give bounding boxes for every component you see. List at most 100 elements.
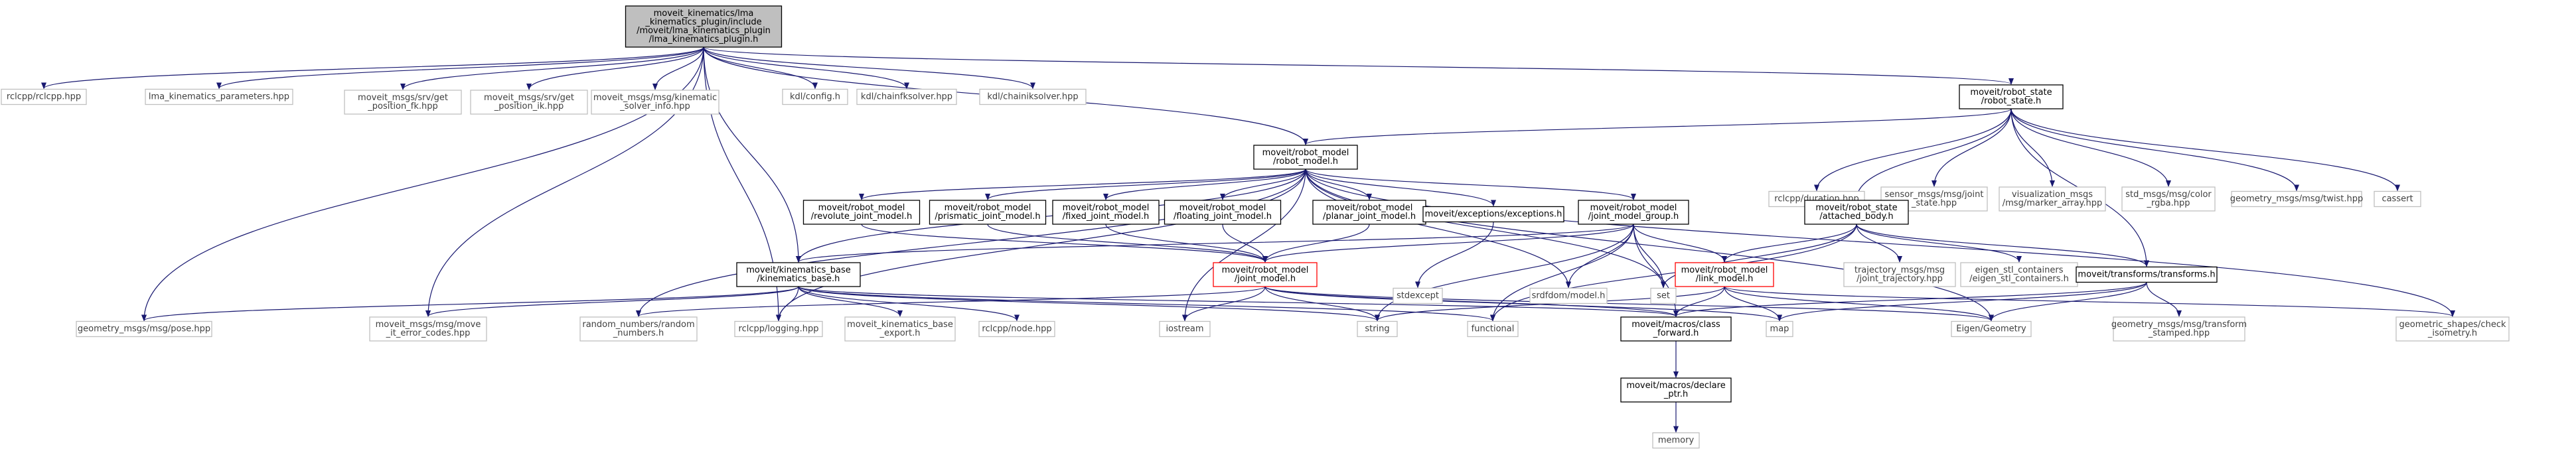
- node-viz_marker_array-box: [1999, 186, 2106, 212]
- node-rclcpp_node[interactable]: rclcpp/node.hpp: [978, 320, 1055, 338]
- node-kdl_chainfk[interactable]: kdl/chainfksolver.hpp: [856, 88, 957, 105]
- node-sensor_joint_state[interactable]: sensor_msgs/msg/joint_state.hpp: [1880, 186, 1988, 212]
- node-layer: moveit_kinematics/lma_kinematics_plugin/…: [1, 5, 2510, 449]
- edge-robot_model-to-fixed: [1103, 168, 1306, 200]
- node-viz_marker_array[interactable]: visualization_msgs/msg/marker_array.hpp: [1999, 186, 2106, 212]
- node-lma_params[interactable]: lma_kinematics_parameters.hpp: [145, 88, 293, 105]
- node-prismatic-label: /prismatic_joint_model.h: [935, 212, 1040, 222]
- node-random_numbers[interactable]: random_numbers/random_numbers.h: [579, 316, 698, 342]
- node-eigen_geometry-label: Eigen/Geometry: [1956, 324, 2026, 334]
- edge-attached_body-to-functional: [1490, 224, 1857, 322]
- node-memory[interactable]: memory: [1652, 432, 1700, 449]
- node-kin_base[interactable]: moveit/kinematics_base/kinematics_base.h: [736, 262, 861, 287]
- node-declare_ptr-box: [1620, 377, 1732, 403]
- node-transform_stamped-label: _stamped.hpp: [2148, 328, 2210, 338]
- node-robot_state[interactable]: moveit/robot_state/robot_state.h: [1959, 84, 2064, 109]
- node-srdfdom[interactable]: srdfdom/model.h: [1529, 287, 1608, 304]
- node-class_forward-label: _forward.h: [1653, 328, 1699, 338]
- node-eigen_stl-label: /eigen_stl_containers.h: [1969, 274, 2069, 284]
- edge-joint_model-to-iostream: [1182, 286, 1266, 322]
- node-floating-label: /floating_joint_model.h: [1174, 212, 1272, 222]
- node-get_ik[interactable]: moveit_msgs/srv/get_position_ik.hpp: [470, 90, 588, 115]
- edge-root-to-moveit_error: [425, 46, 704, 317]
- node-srdfdom-label: srdfdom/model.h: [1532, 291, 1606, 301]
- node-eigen_geometry[interactable]: Eigen/Geometry: [1951, 320, 2032, 338]
- node-functional-label: functional: [1472, 324, 1515, 334]
- node-functional[interactable]: functional: [1467, 320, 1519, 338]
- node-kin_base-label: /kinematics_base.h: [757, 274, 840, 284]
- node-fixed[interactable]: moveit/robot_model/fixed_joint_model.h: [1052, 200, 1160, 225]
- node-kin_base-label: moveit/kinematics_base: [746, 265, 851, 275]
- node-check_isometry[interactable]: geometric_shapes/check_isometry.h: [2395, 316, 2510, 342]
- node-sensor_joint_state-label: _state.hpp: [1911, 198, 1957, 208]
- node-link_model-box: [1675, 262, 1774, 287]
- node-exceptions[interactable]: moveit/exceptions/exceptions.h: [1422, 206, 1564, 223]
- node-get_fk[interactable]: moveit_msgs/srv/get_position_fk.hpp: [344, 90, 462, 115]
- node-stdexcept[interactable]: stdexcept: [1393, 287, 1443, 304]
- node-revolute[interactable]: moveit/robot_model/revolute_joint_model.…: [802, 200, 921, 225]
- node-revolute-label: /revolute_joint_model.h: [811, 212, 912, 222]
- node-rclcpp_logging[interactable]: rclcpp/logging.hpp: [734, 320, 823, 338]
- node-root-label: /lma_kinematics_plugin.h: [649, 34, 759, 44]
- edge-jmg-to-kin_base: [796, 224, 1634, 263]
- node-rclcpp_node-box: [978, 320, 1055, 338]
- node-iostream-box: [1159, 320, 1211, 338]
- node-eigen_stl[interactable]: eigen_stl_containers/eigen_stl_container…: [1960, 262, 2078, 287]
- node-transform_stamped[interactable]: geometry_msgs/msg/transform_stamped.hpp: [2111, 316, 2247, 342]
- node-traj_msgs[interactable]: trajectory_msgs/msg/joint_trajectory.hpp: [1843, 262, 1956, 287]
- node-twist[interactable]: geometry_msgs/msg/twist.hpp: [2230, 190, 2364, 208]
- node-prismatic[interactable]: moveit/robot_model/prismatic_joint_model…: [929, 200, 1047, 225]
- edge-jmg-to-functional: [1490, 224, 1634, 322]
- edge-joint_model-to-string: [1264, 286, 1380, 322]
- edge-joint_model-to-eigen_geometry: [1264, 286, 1994, 322]
- node-floating[interactable]: moveit/robot_model/floating_joint_model.…: [1164, 200, 1282, 225]
- node-planar[interactable]: moveit/robot_model/planar_joint_model.h: [1312, 200, 1426, 225]
- node-link_model[interactable]: moveit/robot_model/link_model.h: [1675, 262, 1774, 287]
- node-joint_model[interactable]: moveit/robot_model/joint_model.h: [1213, 262, 1318, 287]
- node-declare_ptr[interactable]: moveit/macros/declare_ptr.h: [1620, 377, 1732, 403]
- node-kin_solver_info[interactable]: moveit_msgs/msg/kinematic_solver_info.hp…: [591, 90, 720, 115]
- node-attached_body[interactable]: moveit/robot_state/attached_body.h: [1804, 200, 1909, 225]
- node-check_isometry-label: _isometry.h: [2427, 328, 2477, 338]
- edge-transforms-to-eigen_geometry: [1989, 282, 2147, 322]
- node-root[interactable]: moveit_kinematics/lma_kinematics_plugin/…: [625, 5, 783, 48]
- edge-robot_state-to-twist: [2010, 108, 2299, 192]
- edge-robot_model-to-eigen_geometry: [1305, 168, 1994, 322]
- node-iostream[interactable]: iostream: [1159, 320, 1211, 338]
- node-color_rgba[interactable]: std_msgs/msg/color_rgba.hpp: [2121, 186, 2216, 212]
- edge-fixed-to-joint_model: [1105, 224, 1268, 263]
- node-pose[interactable]: geometry_msgs/msg/pose.hpp: [76, 320, 212, 338]
- node-stdexcept-label: stdexcept: [1397, 291, 1439, 301]
- node-map-label: map: [1770, 324, 1789, 334]
- edge-root-to-kdl_chainik: [703, 46, 1035, 90]
- node-rclcpp[interactable]: rclcpp/rclcpp.hpp: [1, 88, 87, 105]
- node-map[interactable]: map: [1766, 320, 1793, 338]
- node-revolute-box: [802, 200, 921, 225]
- node-string[interactable]: string: [1357, 320, 1398, 338]
- edge-kin_base-to-functional: [798, 286, 1495, 322]
- node-floating-label: moveit/robot_model: [1179, 203, 1266, 213]
- node-random_numbers-label: _numbers.h: [613, 328, 664, 338]
- node-moveit_error[interactable]: moveit_msgs/msg/move_it_error_codes.hpp: [369, 316, 487, 342]
- edge-exceptions-to-stdexcept: [1415, 222, 1494, 289]
- edge-jmg-to-joint_model: [1262, 224, 1634, 263]
- edge-robot_model-to-iostream: [1182, 168, 1306, 322]
- node-set[interactable]: set: [1650, 287, 1677, 304]
- node-robot_state-label: moveit/robot_state: [1970, 88, 2052, 98]
- node-jmg-label: /joint_model_group.h: [1588, 212, 1679, 222]
- node-class_forward[interactable]: moveit/macros/class_forward.h: [1620, 316, 1732, 342]
- node-jmg[interactable]: moveit/robot_model/joint_model_group.h: [1578, 200, 1689, 225]
- node-kin_base_export[interactable]: moveit_kinematics_base_export.h: [844, 316, 956, 342]
- node-transforms[interactable]: moveit/transforms/transforms.h: [2076, 266, 2218, 283]
- node-kdl_config[interactable]: kdl/config.h: [782, 88, 848, 105]
- node-robot_model[interactable]: moveit/robot_model/robot_model.h: [1253, 145, 1358, 170]
- edge-transforms-to-transform_stamped: [2146, 282, 2182, 317]
- edge-robot_model-to-random_numbers: [636, 168, 1306, 317]
- node-check_isometry-label: geometric_shapes/check: [2399, 320, 2506, 330]
- edge-kin_base-to-moveit_error: [425, 286, 799, 317]
- node-cassert[interactable]: cassert: [2374, 190, 2421, 208]
- node-kdl_chainik[interactable]: kdl/chainiksolver.hpp: [979, 88, 1087, 105]
- edge-robot_model-to-rclcpp_logging: [776, 168, 1306, 322]
- edge-jmg-to-link_model: [1633, 224, 1727, 263]
- node-rclcpp_node-label: rclcpp/node.hpp: [982, 324, 1051, 334]
